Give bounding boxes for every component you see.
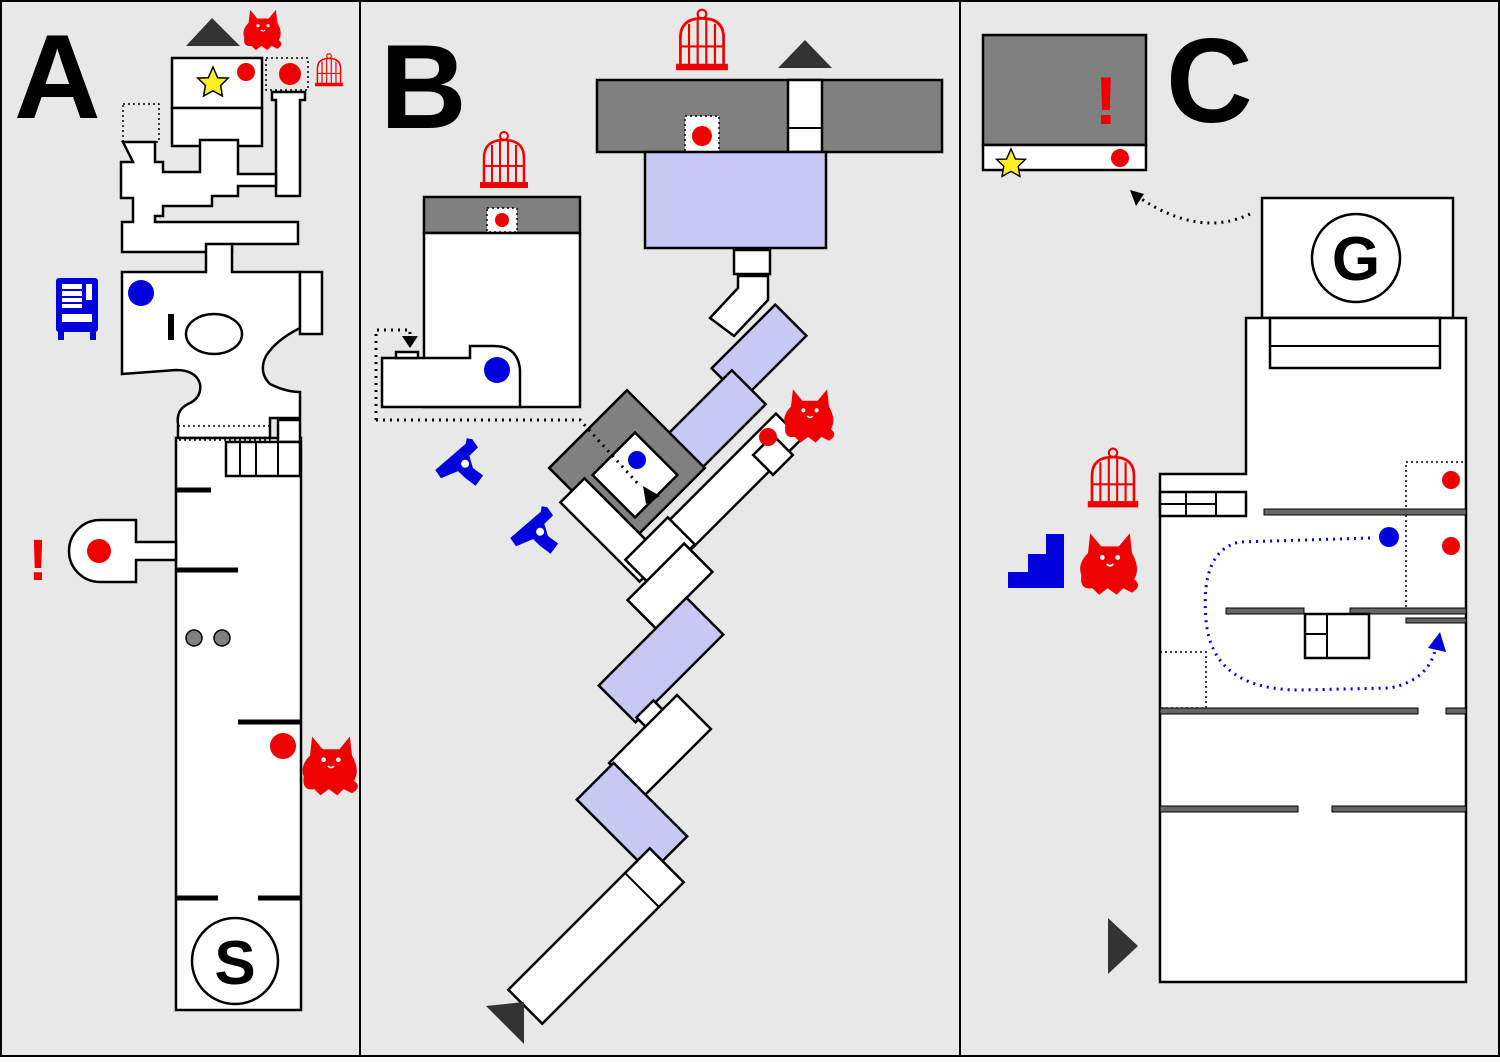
corridor [270,90,307,198]
corridor [732,248,772,276]
ledge [1445,707,1467,715]
panel-c-label: C [1166,14,1253,148]
ledge [1331,805,1467,813]
upper-hall [1268,316,1442,370]
arrow-marker-icon [486,1002,524,1044]
blue-room [597,596,725,724]
item-marker [1111,149,1129,167]
goal-marker [1310,212,1402,304]
pillar [184,312,244,356]
ledge [1159,805,1299,813]
goal-label: G [1332,225,1380,294]
ledge [1349,607,1467,615]
side-room [67,518,178,584]
item-marker [495,213,509,227]
stairs-block [224,440,302,478]
arrow-marker-icon [1108,918,1138,974]
exclamation-icon: ! [28,528,47,593]
hall-outline [177,425,271,441]
corridor [119,138,300,254]
route-dotted [374,328,412,420]
save-point-marker [128,280,154,306]
start-label: S [214,929,255,998]
inset-lower-room [380,344,522,409]
save-point-marker [628,451,646,469]
ledge [1159,707,1419,715]
room-outline [265,57,309,91]
arrow-marker-icon [186,18,240,46]
side-alcove [298,270,324,336]
inset-upper-floor [981,33,1148,147]
save-point-marker [1379,527,1399,547]
item-marker [270,733,296,759]
blue-room [643,150,828,250]
panel-b-label: B [380,20,467,154]
divider [625,873,661,909]
corridor [708,274,770,338]
item-marker [237,63,255,81]
stairs-block [1158,490,1248,518]
blue-room [575,761,689,875]
panel-a-label: A [14,10,101,144]
wall-segment [168,314,174,340]
small-room [276,418,302,444]
arrow-marker-icon [1428,632,1446,652]
ledge [1263,508,1467,516]
panel-b: B [359,0,961,1057]
item-marker [692,126,712,146]
item-marker [1442,537,1460,555]
ledge [1405,617,1467,624]
panel-c: C ! G [959,0,1500,1057]
panel-a: A ! S [0,0,361,1057]
arrow-marker-icon [1130,190,1144,206]
pillar-marker [185,629,203,647]
save-point-marker [484,357,510,383]
pillar-marker [213,629,231,647]
item-marker [759,428,777,446]
long-corridor [506,846,686,1026]
route-dotted [376,418,642,488]
item-marker [87,539,111,563]
exclamation-icon: ! [1095,63,1118,139]
stairs-icon [1008,534,1064,588]
vending-machine-icon [56,278,98,340]
route-dotted [1203,536,1438,692]
small-room [751,433,795,477]
arrow-marker-icon [402,336,418,348]
item-marker [1442,471,1460,489]
small-room [1303,612,1371,660]
item-marker [279,63,301,85]
upper-floor [595,78,944,154]
ledge [1225,607,1305,615]
step [394,350,420,360]
start-marker [190,916,280,1006]
arrow-marker-icon [643,486,660,504]
corridor [786,78,824,154]
arrow-marker-icon [778,40,832,68]
